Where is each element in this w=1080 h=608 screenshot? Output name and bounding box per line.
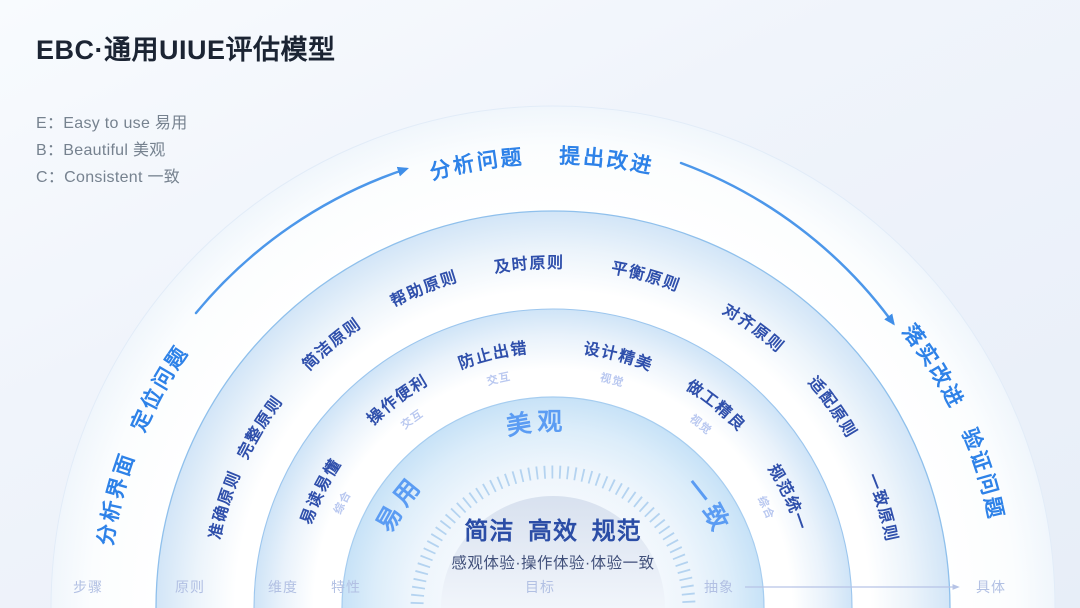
page-title: EBC·通用UIUE评估模型 — [36, 35, 336, 65]
legend-item-c: C：Consistent 一致 — [36, 169, 181, 186]
axis-label-principles: 原则 — [175, 579, 205, 595]
flow-arrow-right — [679, 161, 895, 326]
dial-ticks — [410, 465, 696, 608]
axis-label-concrete: 具体 — [976, 579, 1006, 595]
characteristic-label-beautiful: 美观 — [504, 407, 568, 441]
center-dome — [441, 496, 665, 608]
axis-label-steps: 步骤 — [73, 579, 103, 595]
legend: E：Easy to use 易用 B：Beautiful 美观 C：Consis… — [36, 110, 336, 191]
axis-label-goal: 目标 — [525, 579, 555, 595]
flow-arrow-left — [194, 166, 409, 315]
legend-item-e: E：Easy to use 易用 — [36, 115, 188, 132]
center-subheading: 感观体验·操作体验·体验一致 — [451, 554, 654, 572]
principle-label: 及时原则 — [493, 253, 565, 277]
axis-label-dimensions: 维度 — [268, 579, 298, 595]
axis-label-abstract: 抽象 — [704, 579, 734, 595]
header: EBC·通用UIUE评估模型 E：Easy to use 易用 B：Beauti… — [36, 30, 336, 191]
center-heading: 简洁 高效 规范 — [464, 517, 641, 545]
axis-label-characteristics: 特性 — [331, 579, 361, 595]
legend-item-b: B：Beautiful 美观 — [36, 142, 166, 159]
